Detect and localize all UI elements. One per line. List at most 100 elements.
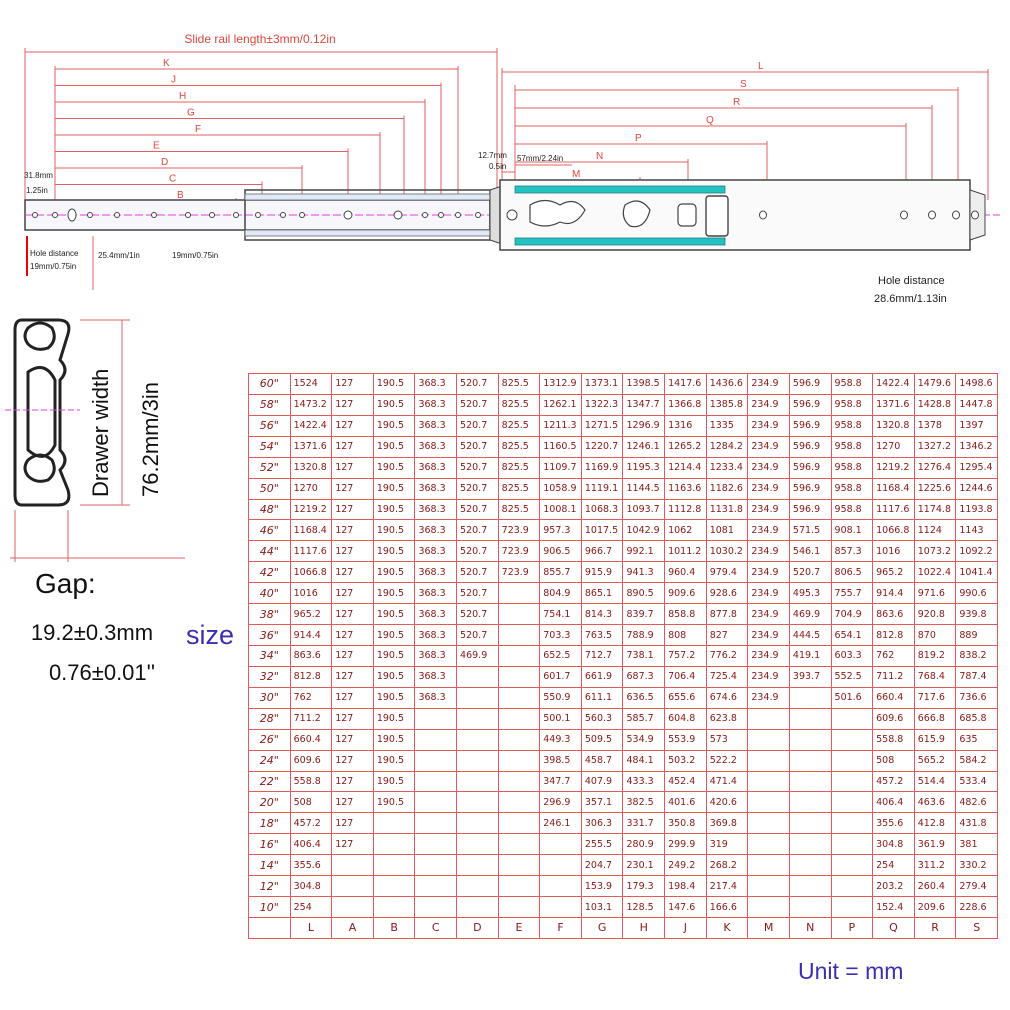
- table-cell: 534.9: [622, 728, 666, 751]
- table-cell: 347.7: [539, 770, 582, 793]
- table-cell: 979.4: [705, 561, 749, 584]
- table-cell: 190.5: [372, 791, 416, 814]
- table-cell: 1195.3: [622, 456, 666, 479]
- table-cell: 889: [955, 624, 998, 646]
- table-cell: 1398.5: [622, 373, 666, 395]
- table-cell: 419.1: [788, 644, 832, 667]
- table-cell: [747, 728, 790, 751]
- table-cell: 738.1: [622, 644, 666, 667]
- table-cell: 1058.9: [539, 477, 582, 500]
- table-cell: [497, 875, 541, 898]
- table-cell: 368.3: [414, 435, 458, 458]
- table-cell: 127: [331, 728, 374, 751]
- table-cell: 520.7: [456, 456, 499, 479]
- table-cell: 604.8: [664, 707, 707, 730]
- table-cell: 655.6: [664, 686, 707, 709]
- table-cell: [497, 812, 541, 835]
- table-cell: [830, 854, 874, 877]
- table-cell: 941.3: [622, 561, 666, 584]
- table-cell: 401.6: [664, 791, 707, 814]
- table-cell: 1397: [955, 414, 998, 437]
- gap-mm-value: 19.2±0.3mm: [30, 620, 154, 645]
- table-cell: 234.9: [747, 435, 790, 458]
- table-cell: 1296.9: [622, 414, 666, 437]
- table-cell: 1220.7: [580, 435, 624, 458]
- table-cell: 260.4: [913, 875, 957, 898]
- table-cell: [497, 624, 541, 646]
- table-cell: 103.1: [580, 896, 624, 918]
- row-size-cell: 52": [248, 456, 291, 479]
- table-cell: 806.5: [830, 561, 874, 584]
- table-cell: 558.8: [289, 770, 333, 793]
- table-cell: 319: [705, 833, 749, 856]
- table-cell: 1042.9: [622, 519, 666, 542]
- table-cell: 520.7: [788, 561, 832, 584]
- table-cell: [788, 833, 832, 856]
- table-cell: 762: [872, 644, 915, 667]
- table-cell: 870: [913, 624, 957, 646]
- table-cell: 127: [331, 603, 374, 626]
- table-cell: 127: [331, 749, 374, 772]
- table-cell: 355.6: [289, 854, 333, 877]
- table-cell: 585.7: [622, 707, 666, 730]
- table-cell: 190.5: [372, 456, 416, 479]
- table-cell: 958.8: [830, 393, 874, 416]
- table-cell: 234.9: [747, 414, 790, 437]
- table-cell: 1174.8: [913, 498, 957, 521]
- table-cell: 1168.4: [289, 519, 333, 542]
- row-size-cell: 18": [248, 812, 291, 835]
- table-cell: 1385.8: [705, 393, 749, 416]
- row-size-cell: 50": [248, 477, 291, 500]
- table-cell: 1016: [872, 540, 915, 563]
- table-cell: [414, 833, 458, 856]
- dim-0-5in: 0.5in: [489, 162, 506, 171]
- table-cell: 1524: [289, 373, 333, 395]
- table-cell: 381: [955, 833, 998, 856]
- row-size-cell: 42": [248, 561, 291, 584]
- table-cell: [788, 812, 832, 835]
- table-cell: 717.6: [913, 686, 957, 709]
- slide-rail-diagram: Slide rail length±3mm/0.12in KJHGFEDCBA …: [24, 32, 1000, 305]
- dimension-label-h: H: [179, 91, 186, 102]
- table-cell: [331, 896, 374, 918]
- table-cell: 966.7: [580, 540, 624, 563]
- table-cell: [456, 896, 499, 918]
- table-cell: 368.3: [414, 519, 458, 542]
- table-cell: [414, 707, 458, 730]
- table-cell: 514.4: [913, 770, 957, 793]
- dimension-label-f: F: [195, 124, 201, 135]
- table-cell: 611.1: [580, 686, 624, 709]
- table-cell: 190.5: [372, 707, 416, 730]
- table-cell: 755.7: [830, 582, 874, 605]
- table-cell: [414, 791, 458, 814]
- table-cell: 571.5: [788, 519, 832, 542]
- table-cell: 596.9: [788, 414, 832, 437]
- table-cell: 1143: [955, 519, 998, 542]
- table-cell: 393.7: [788, 665, 832, 688]
- table-cell: 550.9: [539, 686, 582, 709]
- column-header: [248, 916, 291, 940]
- table-cell: 804.9: [539, 582, 582, 605]
- table-cell: 331.7: [622, 812, 666, 835]
- table-cell: 234.9: [747, 665, 790, 688]
- table-cell: 808: [664, 624, 707, 646]
- table-cell: [788, 749, 832, 772]
- table-cell: 723.9: [497, 561, 541, 584]
- table-cell: 725.4: [705, 665, 749, 688]
- table-cell: [456, 854, 499, 877]
- table-cell: 1366.8: [664, 393, 707, 416]
- table-cell: 652.5: [539, 644, 582, 667]
- table-cell: 703.3: [539, 624, 582, 646]
- table-cell: 190.5: [372, 665, 416, 688]
- table-cell: 127: [331, 812, 374, 835]
- dimension-label-c: C: [169, 174, 176, 185]
- table-cell: 890.5: [622, 582, 666, 605]
- drawer-width-value: 76.2mm/3in: [138, 382, 163, 497]
